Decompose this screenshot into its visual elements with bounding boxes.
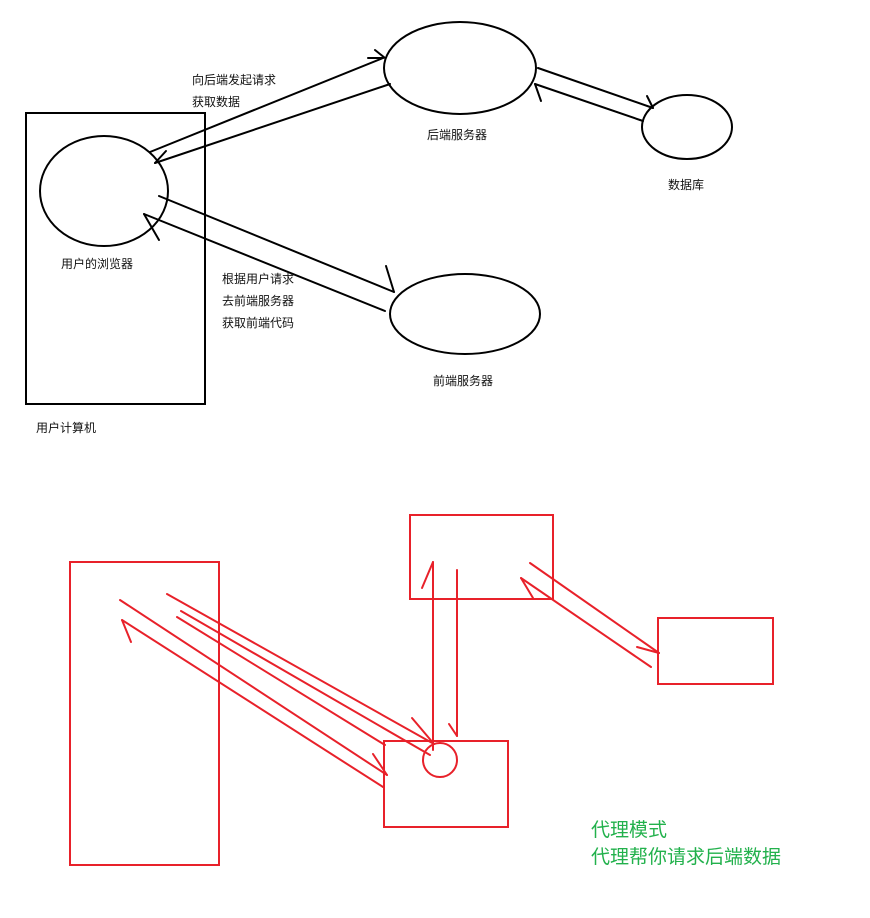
backend-server-label: 后端服务器 [427, 127, 487, 142]
frontend-request-label-line1: 根据用户请求 [222, 271, 294, 286]
browser-architecture-diagram: 向后端发起请求 获取数据 后端服务器 数据库 用户的浏览器 根据用户请求 去前端… [25, 21, 733, 435]
proxy-vertical-arrows [421, 561, 458, 751]
proxy-bottom-box [383, 740, 509, 828]
frontend-server-label: 前端服务器 [433, 373, 493, 388]
proxy-server-arrows [520, 562, 660, 668]
browser-label: 用户的浏览器 [61, 256, 133, 271]
browser-frontend-arrows [143, 195, 395, 312]
client-proxy-arrows [119, 593, 435, 788]
database-node [641, 94, 733, 160]
database-label: 数据库 [668, 177, 704, 192]
computer-label: 用户计算机 [36, 420, 96, 435]
user-computer-box [25, 112, 206, 405]
browser-backend-arrows [149, 49, 391, 164]
backend-request-label-line2: 获取数据 [192, 94, 240, 109]
frontend-request-label-line3: 获取前端代码 [222, 315, 294, 330]
proxy-top-box [409, 514, 554, 600]
proxy-caption-line2: 代理帮你请求后端数据 [591, 846, 781, 868]
backend-server-node [383, 21, 537, 115]
server-right-box [657, 617, 774, 685]
browser-node [39, 135, 169, 247]
backend-database-arrows [534, 67, 654, 122]
frontend-request-label-line2: 去前端服务器 [222, 293, 294, 308]
proxy-mode-diagram: 代理模式 代理帮你请求后端数据 [69, 514, 781, 868]
frontend-server-node [389, 273, 541, 355]
proxy-node-circle [422, 742, 458, 778]
client-box [69, 561, 220, 866]
proxy-caption-line1: 代理模式 [591, 819, 667, 841]
backend-request-label-line1: 向后端发起请求 [192, 72, 276, 87]
